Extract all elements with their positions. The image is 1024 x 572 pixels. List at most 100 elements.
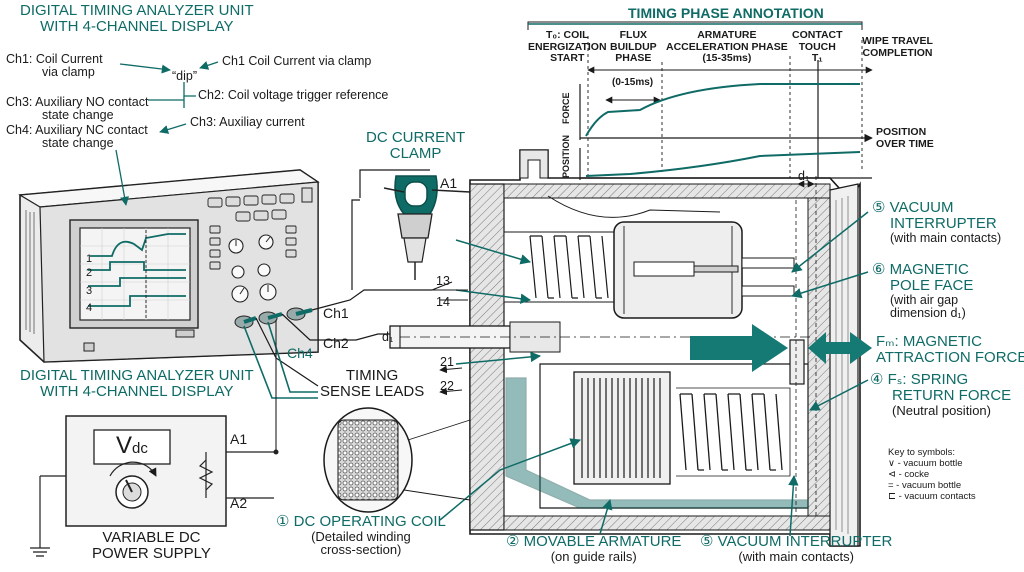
pf-l4: dimension d₁)	[890, 305, 966, 320]
supply-terminal-a2: A2	[230, 495, 248, 511]
bnc-connectors	[234, 307, 313, 329]
movable-armature	[505, 377, 809, 509]
upper-spring	[529, 235, 609, 299]
top-gap-d1: d₁	[798, 169, 810, 183]
pole-face-callout: ⑥ MAGNETIC POLE FACE (with air gap dimen…	[872, 262, 973, 320]
pf-l3: (with air gap	[890, 292, 959, 307]
attraction-force-arrow	[808, 332, 872, 364]
phase-t0-l3: START	[550, 52, 585, 65]
key-item-1: ∨ - vacuum bottle	[888, 457, 963, 469]
dip-label: “dip”	[172, 69, 198, 83]
magnetic-force-arrow	[690, 324, 788, 372]
ch4-left-sub: state change	[42, 136, 114, 151]
coil-l1: ① DC OPERATING COIL	[276, 513, 446, 530]
phase-contact-l1: CONTACT	[792, 29, 843, 41]
legend-connectors	[115, 61, 219, 206]
symbol-key: Key to symbols: ∨ - vacuum bottle ⊲ - co…	[888, 447, 976, 503]
phase-t0: T₀: COIL ENERGIZATION START	[528, 29, 607, 65]
lead-label-ch4: Ch4	[287, 345, 313, 361]
key-item-2: ⊲ - cocke	[888, 468, 930, 480]
timing-leads-line-1: TIMING	[345, 367, 399, 384]
lead-label-ch1: Ch1	[323, 305, 349, 321]
arm-l2: (on guide rails)	[550, 548, 637, 564]
force-axis-label: FORCE	[561, 92, 571, 125]
phase-flux-l1: FLUX	[619, 29, 648, 41]
power-supply-line-2: POWER SUPPLY	[92, 544, 211, 562]
timing-leads-line-2: SENSE LEADS	[320, 382, 425, 400]
phase-contact: CONTACT TOUCH T₁	[792, 29, 843, 65]
top-title-line-2: WITH 4-CHANNEL DISPLAY	[40, 17, 234, 35]
magnetic-force-callout: Fₘ: MAGNETIC ATTRACTION FORCE	[876, 334, 1024, 366]
scope-screen	[79, 227, 191, 321]
vit-l1: ⑤ VACUUM	[872, 199, 954, 216]
armature-callout: ② MOVABLE ARMATURE (on guide rails)	[506, 534, 681, 563]
ch3-right-label: Ch3: Auxiliay current	[190, 115, 305, 129]
timing-phase-title: TIMING PHASE ANNOTATION	[628, 5, 824, 21]
mf-l1: Fₘ: MAGNETIC	[876, 333, 983, 350]
phase-armature-l2: ACCELERATION PHASE	[666, 40, 788, 53]
trace-label-3: 3	[86, 285, 93, 297]
coil-l2: (Detailed winding	[311, 528, 411, 544]
contactor-assembly	[389, 149, 861, 547]
power-supply	[30, 320, 279, 557]
mf-l2: ATTRACTION FORCE	[876, 348, 1024, 366]
phase-contact-l2: TOUCH	[798, 40, 836, 53]
coil-detail-magnifier	[323, 407, 471, 513]
vib-l1: ⑤ VACUUM INTERRUPTER	[700, 533, 893, 550]
ch2-right-label: Ch2: Coil voltage trigger reference	[198, 88, 389, 102]
position-axis-label: POSITION	[561, 134, 571, 178]
clamp-title-line-2: CLAMP	[389, 144, 442, 162]
timing-phase-chart	[527, 21, 873, 180]
ch1-left-sub: via clamp	[42, 65, 95, 80]
phase-armature-l3: (15-35ms)	[702, 52, 752, 65]
vacuum-interrupter-top-callout: ⑤ VACUUM INTERRUPTER (with main contacts…	[872, 200, 1001, 245]
terminal-14: 14	[436, 295, 450, 309]
terminal-13: 13	[436, 274, 450, 288]
bottom-analyzer-title: DIGITAL TIMING ANALYZER UNIT WITH 4-CHAN…	[20, 368, 254, 400]
phase-flux-l3: PHASE	[615, 52, 652, 65]
voltmeter-readout: Vdc	[116, 433, 148, 458]
arm-l1: ② MOVABLE ARMATURE	[506, 533, 682, 550]
vit-l3: (with main contacts)	[890, 230, 1002, 245]
lead-label-ch2: Ch2	[323, 335, 349, 351]
supply-terminal-a1: A1	[230, 431, 248, 447]
spring-force-callout: ④ Fₛ: SPRING RETURN FORCE (Neutral posit…	[870, 372, 1011, 417]
phase-t0-l1: T₀: COIL	[545, 29, 589, 41]
clamp-title: DC CURRENT CLAMP	[366, 130, 465, 162]
ch4-left-label: Ch4: Auxiliary NC contact state change	[6, 123, 148, 151]
ch1-left-text: Ch1: Coil Current	[6, 52, 103, 66]
ch3-left-text: Ch3: Auxiliary NO contact	[6, 95, 149, 109]
scope-traces	[88, 233, 186, 307]
clamp-title-line-1: DC CURRENT	[366, 129, 466, 146]
ch4-left-text: Ch4: Auxiliary NC contact	[6, 123, 148, 137]
timing-sense-leads-label: TIMING SENSE LEADS	[320, 368, 424, 400]
key-item-3: = - vacuum bottle	[888, 479, 962, 491]
terminal-21: 21	[440, 355, 454, 369]
vib-l2: (with main contacts)	[738, 548, 854, 564]
voltmeter-sub: dc	[132, 440, 148, 457]
vacuum-interrupter-bottom-callout: ⑤ VACUUM INTERRUPTER (with main contacts…	[700, 534, 892, 563]
bottom-title-line-1: DIGITAL TIMING ANALYZER UNIT	[20, 367, 254, 384]
phase-armature: ARMATURE ACCELERATION PHASE (15-35ms)	[666, 29, 788, 65]
coil-callout: ① DC OPERATING COIL (Detailed winding cr…	[276, 514, 446, 557]
phase-wipe-l2: COMPLETION	[862, 46, 933, 59]
phase-wipe: WIPE TRAVEL COMPLETION	[862, 35, 933, 59]
pf-l2: POLE FACE	[890, 276, 974, 294]
oscilloscope	[18, 169, 320, 363]
ch1-right-label: Ch1 Coil Current via clamp	[222, 54, 372, 68]
power-supply-line-1: VARIABLE DC	[102, 529, 201, 546]
phase-flux-l2: BUILDUP	[610, 40, 657, 53]
flux-range-label: (0-15ms)	[612, 77, 654, 88]
top-title-line-1: DIGITAL TIMING ANALYZER UNIT	[20, 2, 254, 19]
trace-label-1: 1	[86, 253, 93, 265]
pole-face	[789, 339, 805, 385]
phase-contact-l3: T₁	[811, 52, 823, 65]
phase-flux: FLUX BUILDUP PHASE	[610, 29, 657, 65]
voltmeter-window	[93, 429, 171, 465]
trace-label-4: 4	[86, 302, 93, 314]
shaft-gap-d1: d₁	[382, 330, 394, 344]
pot-line-2: OVER TIME	[876, 138, 934, 151]
power-supply-title: VARIABLE DC POWER SUPPLY	[92, 530, 211, 562]
